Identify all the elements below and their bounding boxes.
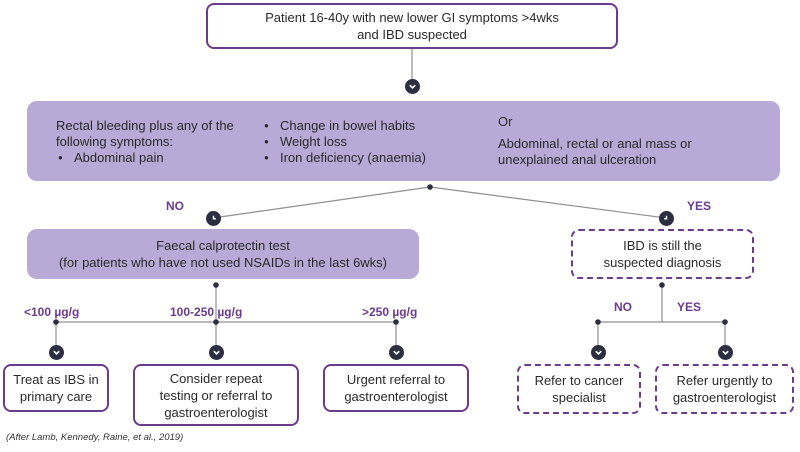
- outcome-urgent-referral: Urgent referral to gastroenterologist: [323, 364, 469, 412]
- clock-icon: [658, 210, 674, 226]
- ibd-suspected-text: IBD is still the suspected diagnosis: [603, 238, 722, 270]
- clock-icon: [205, 210, 221, 226]
- symptom-weight-loss: Weight loss: [262, 134, 462, 150]
- chevron-down-icon: [404, 78, 420, 94]
- symptom-bowel-habits: Change in bowel habits: [262, 118, 462, 134]
- symptom-iron-deficiency: Iron deficiency (anaemia): [262, 150, 462, 166]
- mass-ulceration-text: Abdominal, rectal or anal mass or unexpl…: [498, 136, 692, 167]
- yes-label: YES: [677, 300, 702, 314]
- symptom-abdominal-pain: Abdominal pain: [56, 150, 246, 166]
- outcome-repeat-testing: Consider repeat testing or referral to g…: [133, 364, 299, 426]
- no-label: NO: [166, 199, 184, 213]
- outcome-treat-ibs-text: Treat as IBS in primary care: [13, 372, 99, 404]
- threshold-high: >250 µg/g: [362, 305, 418, 319]
- criteria-col2: Change in bowel habits Weight loss Iron …: [262, 118, 462, 166]
- threshold-low: <100 µg/g: [24, 305, 80, 319]
- start-box: Patient 16-40y with new lower GI symptom…: [206, 3, 618, 49]
- yes-label: YES: [687, 199, 712, 213]
- outcome-refer-urgently: Refer urgently to gastroenterologist: [655, 364, 794, 414]
- or-label: Or: [498, 114, 513, 129]
- outcome-repeat-testing-text: Consider repeat testing or referral to g…: [159, 370, 273, 420]
- chevron-down-icon: [717, 344, 733, 360]
- ibd-suspected-box: IBD is still the suspected diagnosis: [571, 229, 754, 279]
- criteria-col3: Or Abdominal, rectal or anal mass or une…: [498, 114, 758, 168]
- threshold-mid: 100-250 µg/g: [170, 305, 243, 319]
- chevron-down-icon: [208, 344, 224, 360]
- start-text: Patient 16-40y with new lower GI symptom…: [265, 10, 559, 42]
- outcome-treat-ibs: Treat as IBS in primary care: [3, 364, 109, 412]
- no-label: NO: [614, 300, 632, 314]
- calprotectin-text: Faecal calprotectin test (for patients w…: [58, 238, 388, 270]
- chevron-down-icon: [590, 344, 606, 360]
- outcome-cancer-specialist-text: Refer to cancer specialist: [534, 373, 624, 405]
- chevron-down-icon: [48, 344, 64, 360]
- outcome-refer-urgently-text: Refer urgently to gastroenterologist: [672, 373, 777, 405]
- chevron-down-icon: [388, 344, 404, 360]
- calprotectin-test-box: Faecal calprotectin test (for patients w…: [27, 229, 419, 279]
- criteria-intro: Rectal bleeding plus any of the followin…: [56, 118, 234, 149]
- citation: (After Lamb, Kennedy, Raine, et al., 201…: [6, 432, 184, 443]
- criteria-col1: Rectal bleeding plus any of the followin…: [56, 118, 246, 166]
- outcome-urgent-referral-text: Urgent referral to gastroenterologist: [344, 372, 448, 404]
- outcome-cancer-specialist: Refer to cancer specialist: [517, 364, 641, 414]
